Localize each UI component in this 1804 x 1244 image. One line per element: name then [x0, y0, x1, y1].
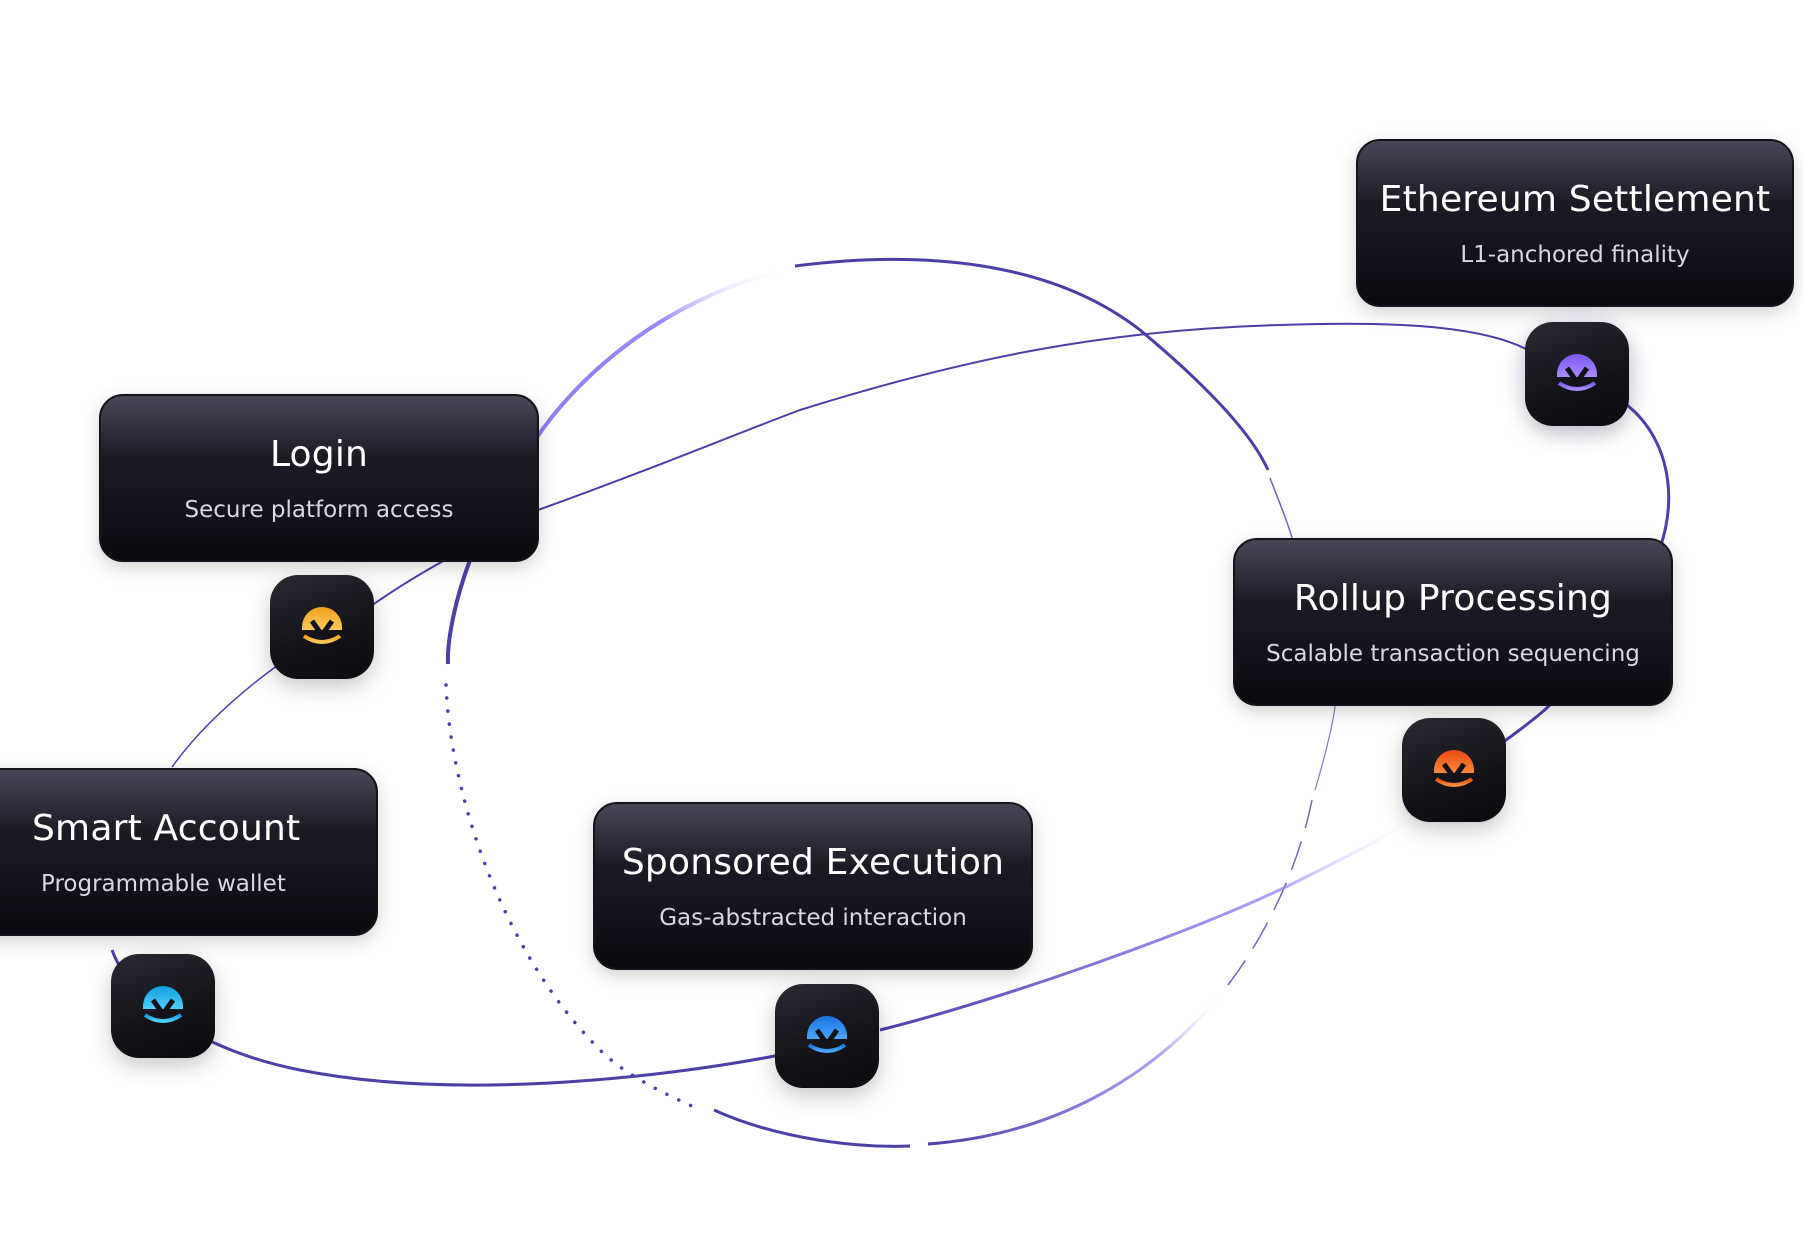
orbit-arc-right-dashed: [1227, 799, 1313, 986]
node-title: Ethereum Settlement: [1379, 178, 1771, 220]
node-rollup-card: Rollup Processing Scalable transaction s…: [1233, 538, 1673, 706]
node-smart-card: Smart Account Programmable wallet: [0, 768, 378, 936]
node-ethereum-icon: [1525, 322, 1629, 426]
node-sponsored-card: Sponsored Execution Gas-abstracted inter…: [593, 802, 1033, 970]
orbit-arc-right-up: [1314, 704, 1336, 791]
node-title: Sponsored Execution: [621, 841, 1005, 883]
line-sponsored-rollup: [879, 813, 1417, 1032]
line-ethereum-rollup: [1619, 398, 1671, 549]
logo-icon: [807, 1016, 847, 1053]
node-subtitle: Gas-abstracted interaction: [659, 904, 967, 931]
orbit-arc-bottom-right: [927, 994, 1222, 1146]
node-rollup-icon: [1402, 718, 1506, 822]
node-subtitle: Programmable wallet: [41, 870, 286, 897]
node-smart-icon: [111, 954, 215, 1058]
orbit-arc-top: [794, 257, 1270, 471]
line-login-smart: [364, 559, 446, 611]
node-subtitle: Secure platform access: [184, 496, 454, 523]
node-subtitle: L1-anchored finality: [1460, 241, 1690, 268]
line-login-ethereum: [537, 322, 1529, 511]
logo-icon: [1557, 354, 1597, 391]
node-title: Rollup Processing: [1293, 577, 1613, 619]
orbit-arc-bottom: [713, 1108, 911, 1148]
line-login-smart-2: [171, 664, 279, 768]
node-sponsored-icon: [775, 984, 879, 1088]
logo-icon: [143, 986, 183, 1023]
logo-icon: [302, 607, 342, 644]
node-login-card: Login Secure platform access: [99, 394, 539, 562]
node-ethereum-card: Ethereum Settlement L1-anchored finality: [1356, 139, 1794, 307]
orbit-arc-top-left: [533, 268, 786, 442]
node-login-icon: [270, 575, 374, 679]
node-subtitle: Scalable transaction sequencing: [1266, 640, 1640, 667]
line-login-down: [445, 559, 472, 665]
node-title: Smart Account: [32, 807, 301, 849]
logo-icon: [1434, 750, 1474, 787]
node-title: Login: [269, 433, 369, 475]
